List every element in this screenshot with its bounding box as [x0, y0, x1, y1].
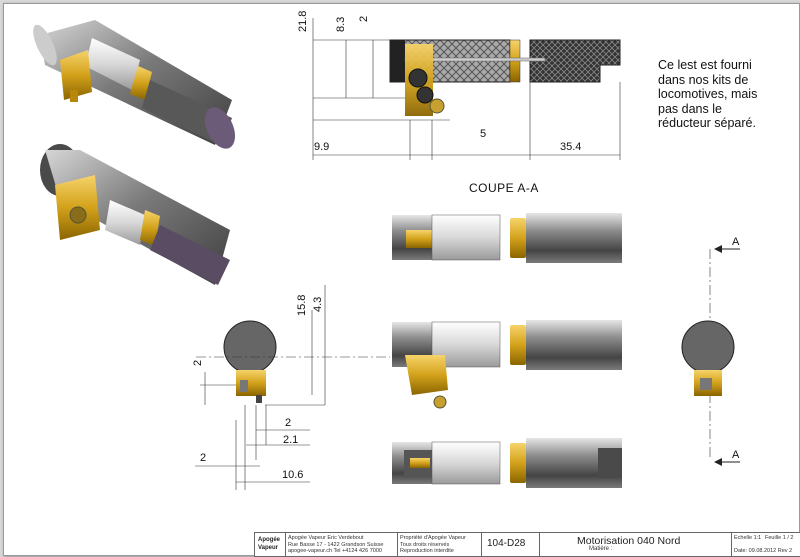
- side-view-2: [392, 320, 622, 409]
- dim-top-21-8: 21.8: [297, 10, 309, 32]
- note-line: réducteur séparé.: [658, 116, 756, 130]
- front-view: [196, 320, 390, 403]
- property-notice: Propriété d'Apogée Vapeur Tous droits ré…: [397, 533, 482, 556]
- title-block: Apogée Vapeur Apogée Vapeur Eric Verdebo…: [254, 532, 800, 557]
- end-view: [681, 245, 740, 466]
- section-marker-bottom: A: [732, 449, 740, 461]
- note-line: dans nos kits de: [658, 72, 749, 87]
- iso-view-bottom: [40, 144, 230, 285]
- reference-value: 104-D28: [487, 538, 526, 549]
- dimension-lines: [195, 18, 621, 490]
- side-view-3: [392, 438, 622, 488]
- dim-front-4-3: 4.3: [312, 296, 324, 312]
- property-line: Tous droits réservés: [400, 541, 450, 548]
- dim-front-2-b: 2: [200, 452, 207, 464]
- dim-top-2: 2: [358, 15, 370, 22]
- logo-line: Vapeur: [258, 545, 279, 551]
- section-marker-top: A: [732, 236, 740, 248]
- note-line: Ce lest est fourni: [658, 58, 752, 72]
- drawing-reference: 104-D28: [481, 533, 540, 556]
- dim-front-15-8: 15.8: [296, 294, 308, 316]
- dim-front-2-vert: 2: [192, 359, 204, 366]
- dim-front-2-a: 2: [285, 417, 292, 429]
- iso-view-top: [33, 20, 236, 149]
- company-logo: Apogée Vapeur: [255, 533, 286, 556]
- side-view-1: [392, 213, 622, 263]
- dim-front-2-1: 2.1: [283, 434, 299, 446]
- section-view-top: [389, 39, 621, 116]
- dim-front-10-6: 10.6: [282, 469, 304, 481]
- date-value: Date: 09.08.2012 Rev 2: [734, 548, 793, 554]
- ballast-note: Ce lest est fourni dans nos kits de loco…: [658, 58, 757, 131]
- dim-top-8-3: 8.3: [335, 16, 347, 32]
- property-line: Propriété d'Apogée Vapeur: [400, 535, 466, 541]
- address-line: apogee-vapeur.ch Tel +4124 426 7000: [288, 548, 382, 554]
- drawing-title: Motorisation 040 Nord: [577, 535, 681, 547]
- material-label: Matière :: [589, 546, 613, 552]
- company-address: Apogée Vapeur Eric Verdebout Rue Basse 1…: [285, 533, 398, 556]
- sheet-value: Feuille 1 / 2: [765, 535, 794, 541]
- dim-top-5: 5: [480, 128, 487, 140]
- note-line: locomotives, mais: [658, 87, 758, 101]
- scale-value: Echelle 1:1: [734, 535, 762, 541]
- drawing-title-cell: Motorisation 040 Nord Matière :: [539, 533, 732, 556]
- address-line: Rue Basse 17 - 1422 Grandson Suisse: [288, 541, 384, 548]
- scale-cell: Echelle 1:1 Feuille 1 / 2 Date: 09.08.20…: [731, 533, 800, 556]
- dim-top-9-9: 9.9: [314, 141, 330, 153]
- logo-line: Apogée: [258, 537, 281, 543]
- note-line: pas dans le: [658, 101, 722, 116]
- section-title: COUPE A-A: [469, 181, 539, 195]
- dim-top-35-4: 35.4: [560, 141, 582, 153]
- address-line: Apogée Vapeur Eric Verdebout: [288, 535, 364, 541]
- property-line: Reproduction interdite: [400, 548, 454, 554]
